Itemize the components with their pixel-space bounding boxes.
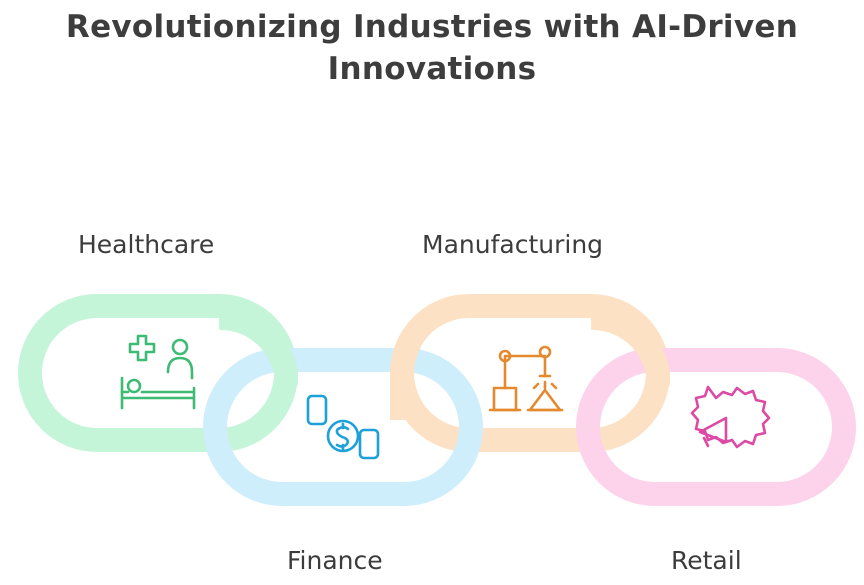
label-retail: Retail bbox=[671, 546, 742, 575]
chain-link-retail bbox=[576, 348, 856, 506]
robot-arm-icon bbox=[488, 345, 564, 412]
diagram-title: Revolutionizing Industries with AI-Drive… bbox=[0, 6, 864, 90]
label-healthcare: Healthcare bbox=[78, 230, 215, 259]
title-line-1: Revolutionizing Industries with AI-Drive… bbox=[65, 9, 799, 45]
hospital-patient-icon bbox=[120, 334, 196, 410]
title-line-2: Innovations bbox=[327, 51, 537, 87]
label-manufacturing: Manufacturing bbox=[422, 230, 604, 259]
chain-overlap-manufacturing bbox=[590, 305, 670, 385]
chain-overlap-manufacturing-left bbox=[390, 336, 421, 420]
money-transfer-icon bbox=[306, 394, 380, 460]
chain-link-finance bbox=[203, 348, 483, 506]
megaphone-badge-icon bbox=[690, 385, 771, 449]
chain-overlap-healthcare bbox=[218, 305, 298, 385]
label-finance: Finance bbox=[287, 546, 383, 575]
